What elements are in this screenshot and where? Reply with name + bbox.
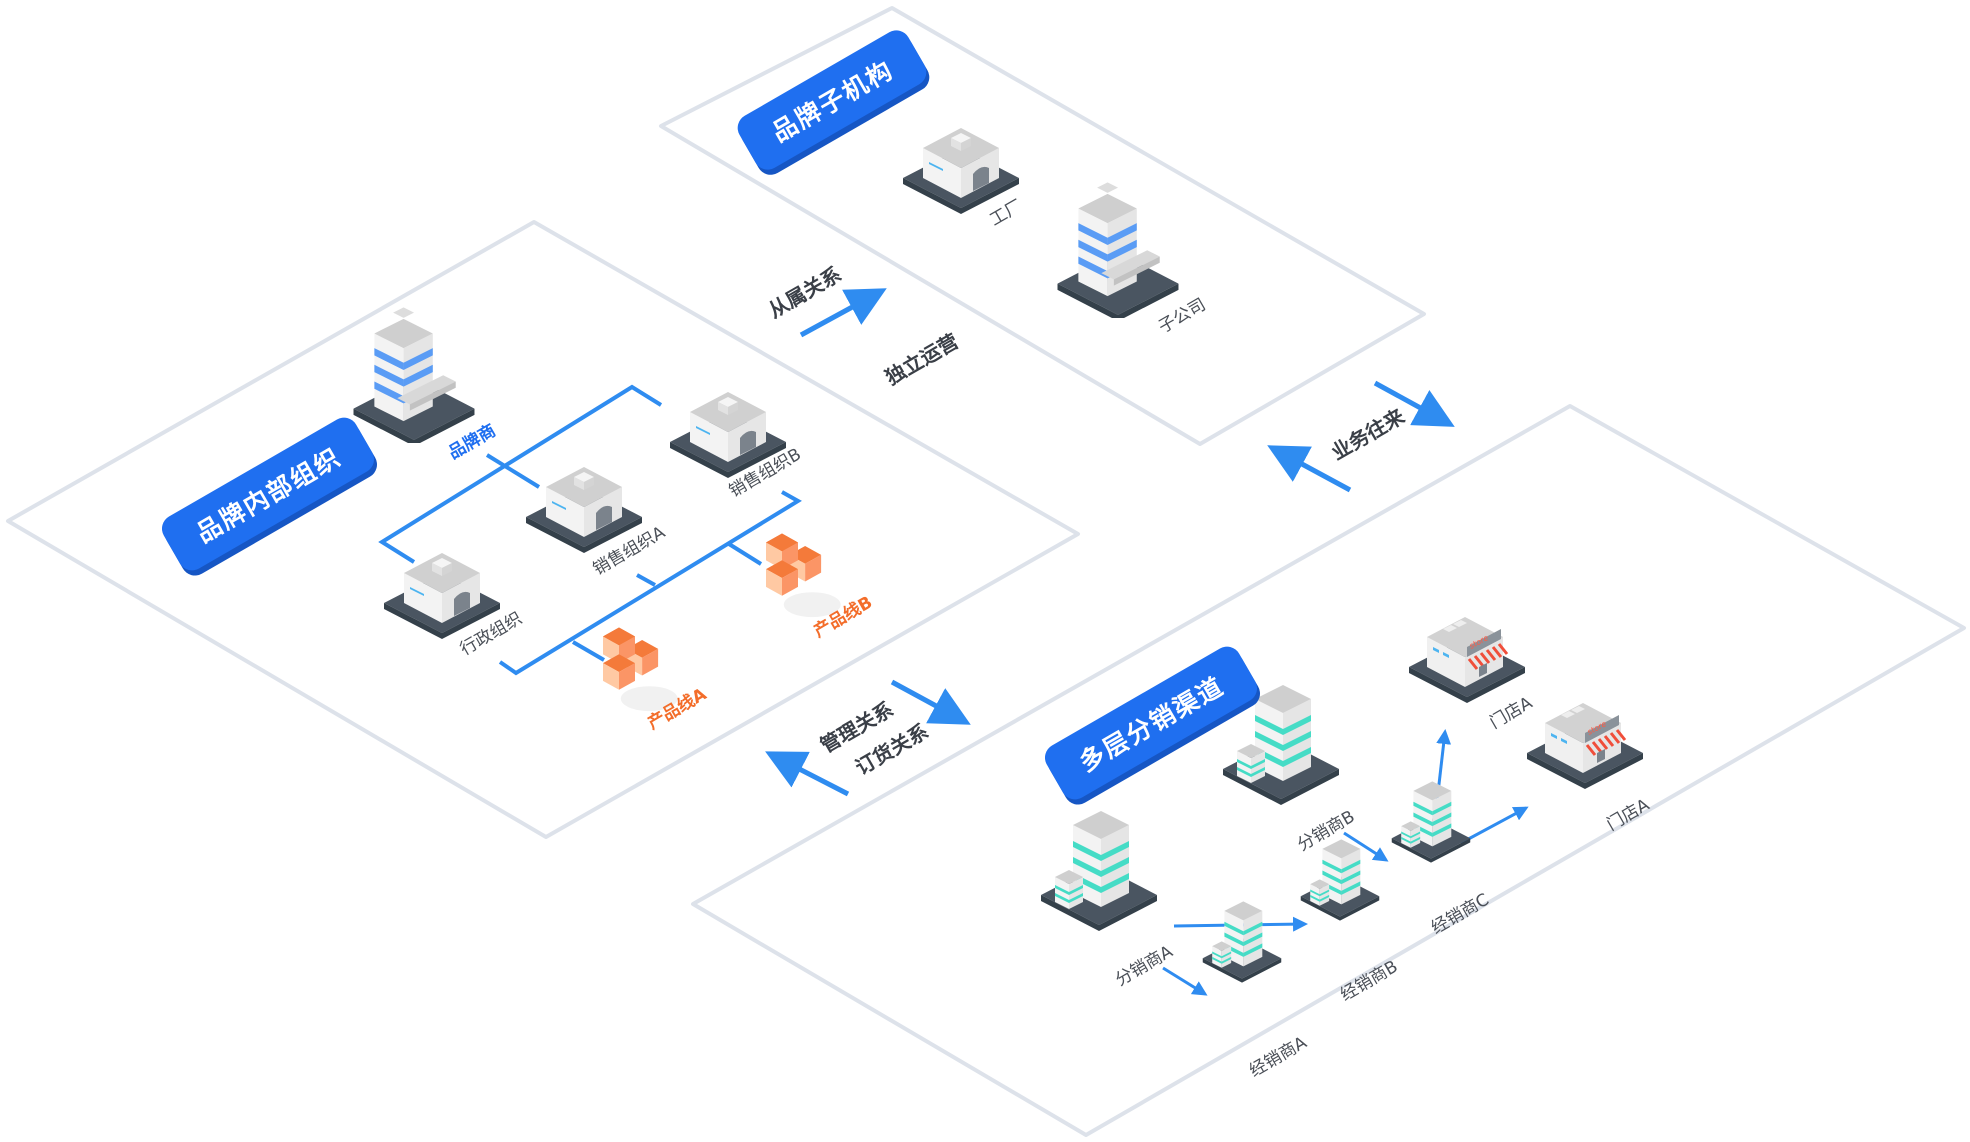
dealer-a-tower-icon — [1200, 896, 1284, 984]
management-arrow-down — [890, 679, 971, 725]
panel-internal-outline — [6, 220, 1080, 839]
store-a-right-icon — [1523, 683, 1647, 793]
store-a-top-icon — [1405, 597, 1529, 707]
business-arrow-down — [1373, 380, 1455, 427]
distributor-a-tower-icon — [1037, 803, 1161, 933]
panel-channel-outline — [691, 404, 1966, 1137]
flow-arrow — [1162, 966, 1208, 996]
flow-arrow — [1343, 831, 1389, 862]
dealer-c-tower-icon — [1389, 776, 1473, 864]
affiliation-arrow — [799, 288, 887, 338]
flow-arrow — [1460, 806, 1529, 845]
business-arrow-up — [1267, 445, 1352, 493]
panel-subsidiary-outline — [659, 6, 1426, 446]
brand-owner-tower-icon — [344, 297, 484, 443]
ordering-arrow-up — [765, 751, 850, 797]
org-connector-lines — [378, 384, 802, 676]
subsidiary-tower-icon — [1048, 172, 1188, 318]
